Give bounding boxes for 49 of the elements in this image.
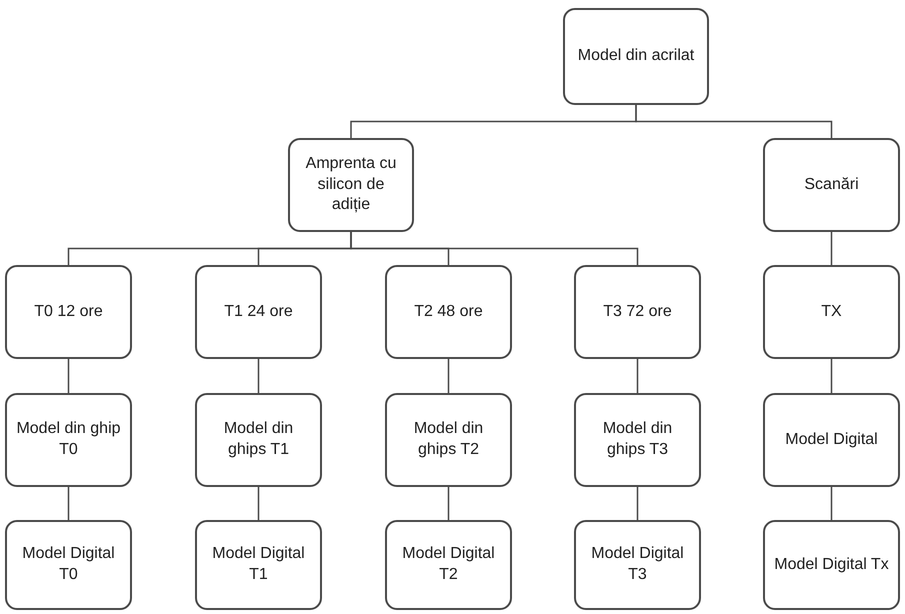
process-box xyxy=(195,393,322,487)
box-label: Model Digital xyxy=(785,430,878,450)
box-label: Model Digital T0 xyxy=(21,544,116,585)
connector-line xyxy=(68,359,70,393)
box-label: Model din ghips T2 xyxy=(412,419,484,460)
box-label: Amprenta cu silicon de adiție xyxy=(304,154,398,216)
process-box xyxy=(563,8,709,105)
process-box xyxy=(574,393,701,487)
process-box xyxy=(763,265,900,359)
connector-line xyxy=(830,232,832,265)
process-box xyxy=(385,520,512,610)
connector-line xyxy=(830,487,832,520)
process-box xyxy=(763,138,900,232)
connector-line xyxy=(350,232,638,265)
box-label: Model Digital T3 xyxy=(590,544,685,585)
process-box xyxy=(574,520,701,610)
connector-line xyxy=(68,487,70,520)
connector-line xyxy=(636,487,638,520)
box-label: T3 72 ore xyxy=(603,302,672,322)
process-box xyxy=(5,520,132,610)
box-label: T2 48 ore xyxy=(414,302,483,322)
connector-line xyxy=(636,359,638,393)
process-box xyxy=(5,265,132,359)
connector-line xyxy=(258,359,260,393)
process-box xyxy=(385,393,512,487)
box-label: TX xyxy=(821,302,842,322)
connector-line xyxy=(830,359,832,393)
connector-line xyxy=(258,487,260,520)
box-label: Model Digital Tx xyxy=(774,554,889,575)
process-box xyxy=(195,520,322,610)
process-box xyxy=(763,520,900,610)
box-label: Model din ghips T3 xyxy=(602,419,674,460)
box-label: Model din ghip T0 xyxy=(15,419,122,460)
box-label: Model Digital T1 xyxy=(211,544,306,585)
box-label: T0 12 ore xyxy=(34,302,103,322)
connector-line xyxy=(448,487,450,520)
process-box xyxy=(385,265,512,359)
process-box xyxy=(195,265,322,359)
box-label: Model Digital T2 xyxy=(401,544,496,585)
connector-line xyxy=(448,359,450,393)
process-box xyxy=(288,138,414,232)
box-label: Model din acrilat xyxy=(578,46,694,66)
box-label: Scanări xyxy=(804,174,859,195)
process-box xyxy=(5,393,132,487)
process-box xyxy=(574,265,701,359)
connector-line xyxy=(635,105,832,138)
process-box xyxy=(763,393,900,487)
box-label: T1 24 ore xyxy=(224,302,293,322)
box-label: Model din ghips T1 xyxy=(222,419,294,460)
